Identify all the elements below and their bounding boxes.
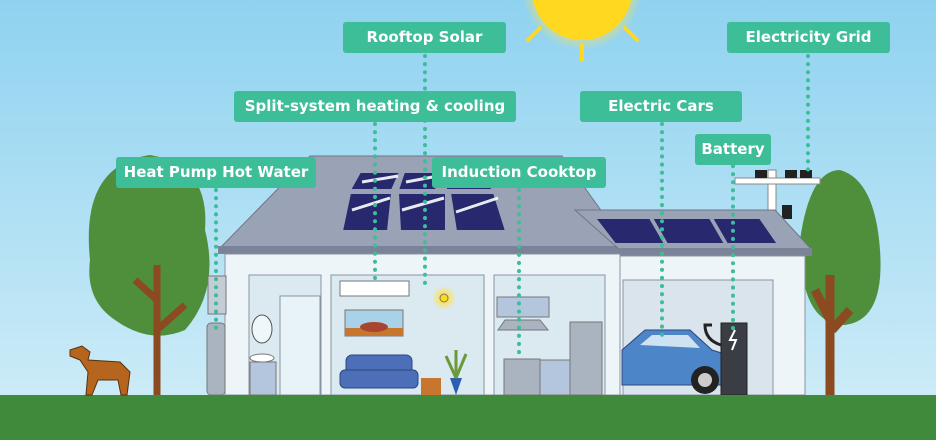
tree-left: [88, 155, 210, 395]
sofa: [339, 354, 419, 389]
sun: [522, 0, 642, 62]
label-split-system: Split-system heating & cooling: [234, 91, 516, 122]
induction-cooktop: [503, 358, 541, 396]
label-electricity-grid: Electricity Grid: [727, 22, 890, 53]
solar-panels: [340, 171, 508, 232]
split-system-unit: [339, 280, 410, 297]
label-battery: Battery: [695, 134, 771, 165]
ground: [0, 395, 936, 440]
tree-right: [800, 170, 881, 395]
label-heat-pump: Heat Pump Hot Water: [116, 157, 316, 188]
dog: [69, 345, 131, 396]
label-induction-cooktop: Induction Cooktop: [432, 157, 606, 188]
hot-water-tank: [206, 322, 226, 396]
connector-lines: [214, 54, 810, 358]
electric-car: [621, 329, 729, 394]
label-electric-cars: Electric Cars: [580, 91, 742, 122]
fridge: [569, 321, 603, 396]
label-rooftop-solar: Rooftop Solar: [343, 22, 506, 53]
